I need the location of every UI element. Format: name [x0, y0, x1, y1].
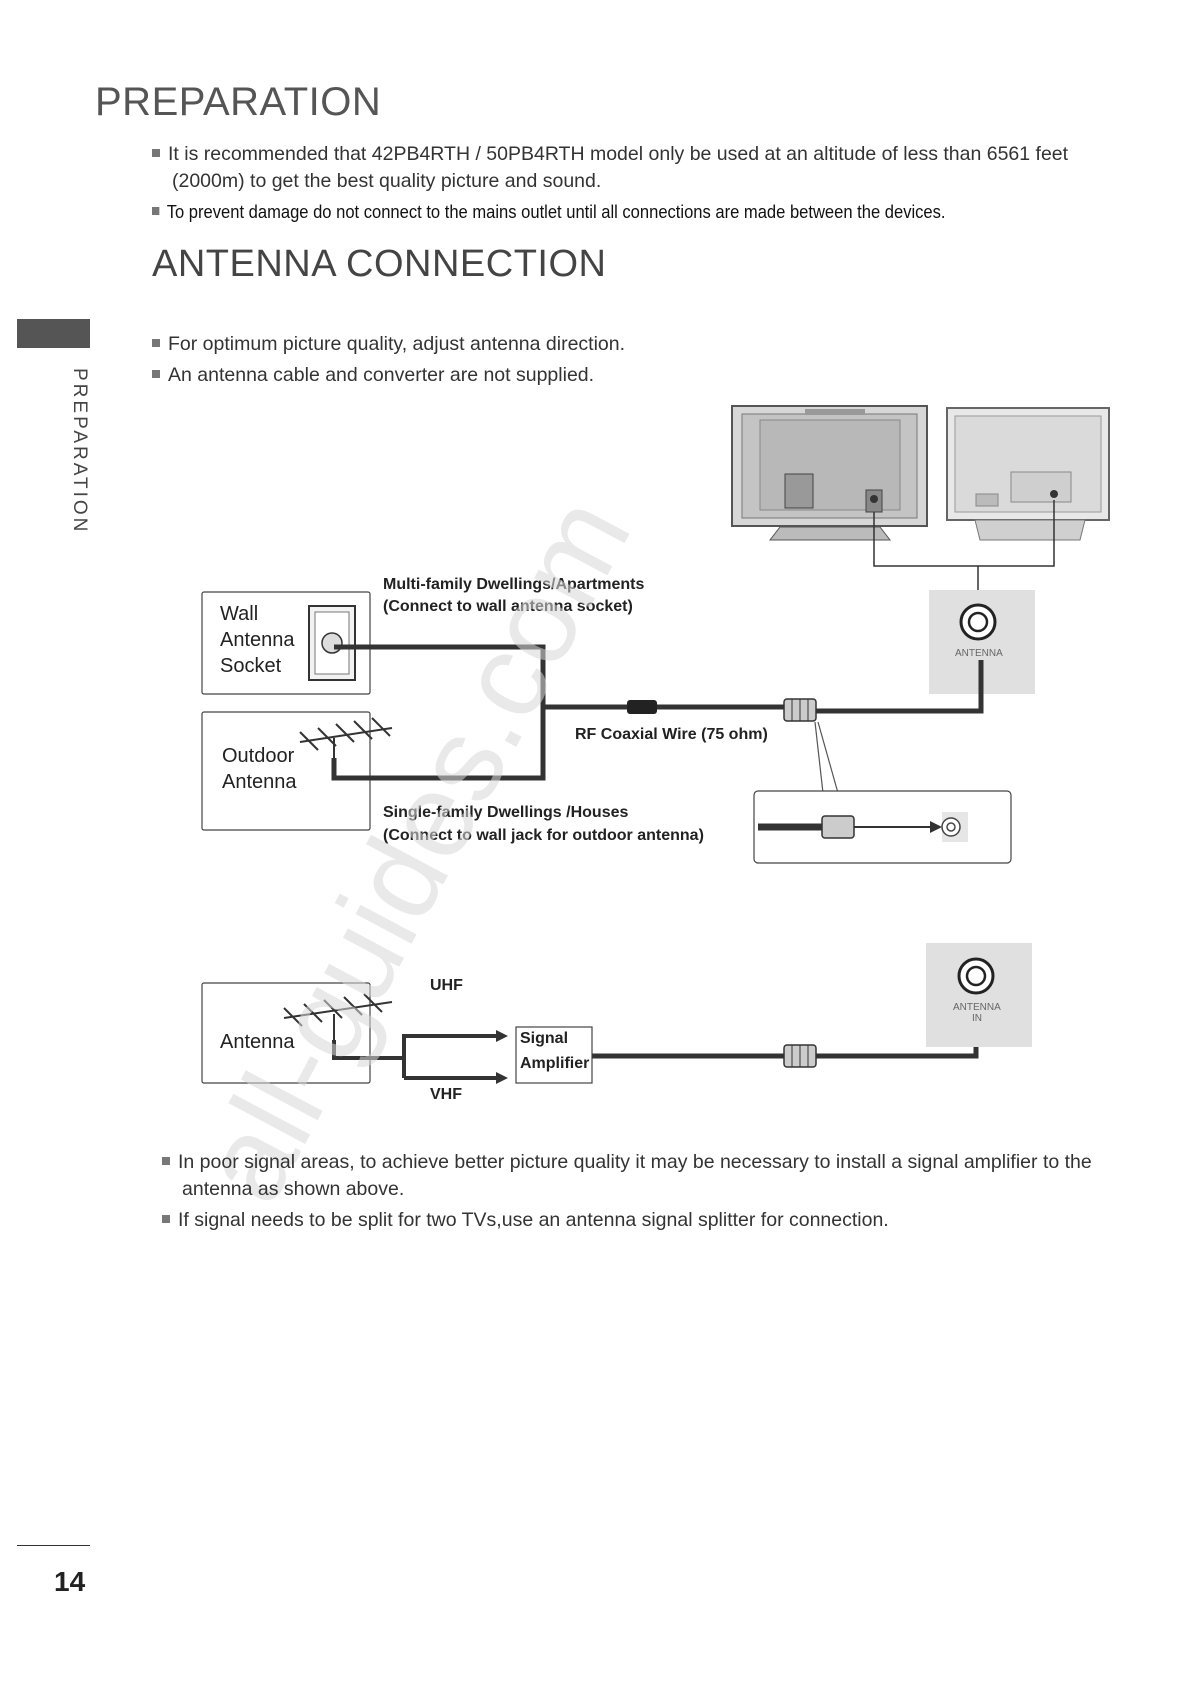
- section-title-antenna-connection: ANTENNA CONNECTION: [152, 243, 607, 285]
- amplifier-note: In poor signal areas, to achieve better …: [162, 1149, 1102, 1203]
- uhf-arrow-icon: [496, 1030, 508, 1042]
- mains-warning-text: To prevent damage do not connect to the …: [166, 202, 946, 222]
- cable-ferrite: [627, 700, 657, 714]
- single-family-sublabel: (Connect to wall jack for outdoor antenn…: [383, 827, 704, 844]
- uhf-label: UHF: [430, 977, 463, 994]
- antenna-direction-text: For optimum picture quality, adjust ante…: [168, 333, 626, 355]
- uhf-vhf-cable: [332, 1034, 498, 1080]
- tv-rear-view-plasma: [731, 405, 928, 541]
- multi-family-label: Multi-family Dwellings/Apartments: [383, 576, 644, 593]
- side-section-label: PREPARATION: [69, 368, 90, 535]
- altitude-note-line1: It is recommended that 42PB4RTH / 50PB4R…: [168, 143, 1069, 165]
- vhf-arrow-icon: [496, 1072, 508, 1084]
- splitter-note-text: If signal needs to be split for two TVs,…: [178, 1209, 889, 1231]
- outdoor-antenna-box: [201, 711, 371, 831]
- outdoor-antenna-label: Antenna: [222, 771, 297, 793]
- not-supplied-text: An antenna cable and converter are not s…: [168, 364, 595, 386]
- altitude-note-line2: (2000m) to get the best quality picture …: [172, 170, 602, 192]
- antenna-in-port-panel: ANTENNA IN: [926, 943, 1032, 1047]
- multi-family-sublabel: (Connect to wall antenna socket): [383, 598, 633, 615]
- tv-rear-view-lcd: [946, 407, 1110, 541]
- amplifier-note-line2: antenna as shown above.: [182, 1178, 405, 1200]
- bullet-icon: [152, 339, 160, 347]
- bullet-icon: [152, 207, 160, 215]
- antenna-label: Antenna: [220, 629, 295, 651]
- antenna-port-label: ANTENNA: [955, 648, 1003, 659]
- amplifier-label-line1: Signal: [520, 1030, 568, 1047]
- coax-connector-2: [783, 1044, 817, 1068]
- antenna-port-panel: ANTENNA: [929, 590, 1035, 694]
- splitter-note: If signal needs to be split for two TVs,…: [162, 1207, 889, 1234]
- bullet-icon: [152, 370, 160, 378]
- antenna-box-label: Antenna: [220, 1031, 295, 1053]
- page-number: 14: [54, 1566, 86, 1597]
- altitude-note: It is recommended that 42PB4RTH / 50PB4R…: [152, 141, 1092, 195]
- amplifier-label-line2: Amplifier: [520, 1055, 589, 1072]
- wall-label: Wall: [220, 603, 258, 625]
- antenna-in-label-line1: ANTENNA: [953, 1002, 1001, 1013]
- antenna-in-label-line2: IN: [972, 1013, 982, 1024]
- bullet-icon: [152, 149, 160, 157]
- side-tab-marker: [17, 319, 90, 348]
- bullet-icon: [162, 1215, 170, 1223]
- not-supplied-note: An antenna cable and converter are not s…: [152, 362, 594, 389]
- outdoor-label: Outdoor: [222, 745, 295, 767]
- socket-label: Socket: [220, 655, 282, 677]
- vhf-label: VHF: [430, 1086, 462, 1103]
- antenna-box: [201, 982, 371, 1084]
- footer-rule: [17, 1545, 90, 1546]
- tv-bracket-line: [873, 500, 1055, 567]
- bullet-icon: [162, 1157, 170, 1165]
- amplifier-note-line1: In poor signal areas, to achieve better …: [178, 1151, 1092, 1173]
- rf-coaxial-label: RF Coaxial Wire (75 ohm): [575, 726, 768, 743]
- connector-detail-callout: [753, 721, 1012, 864]
- mains-warning-note: To prevent damage do not connect to the …: [152, 199, 1072, 226]
- coaxial-cable: [331, 644, 984, 781]
- page-title: PREPARATION: [95, 80, 382, 124]
- outdoor-antenna-icon: [299, 717, 393, 760]
- single-family-label: Single-family Dwellings /Houses: [383, 804, 628, 821]
- antenna-icon: [283, 993, 393, 1058]
- wall-socket-icon: [308, 605, 356, 681]
- antenna-direction-note: For optimum picture quality, adjust ante…: [152, 331, 625, 358]
- coax-connector: [783, 698, 817, 722]
